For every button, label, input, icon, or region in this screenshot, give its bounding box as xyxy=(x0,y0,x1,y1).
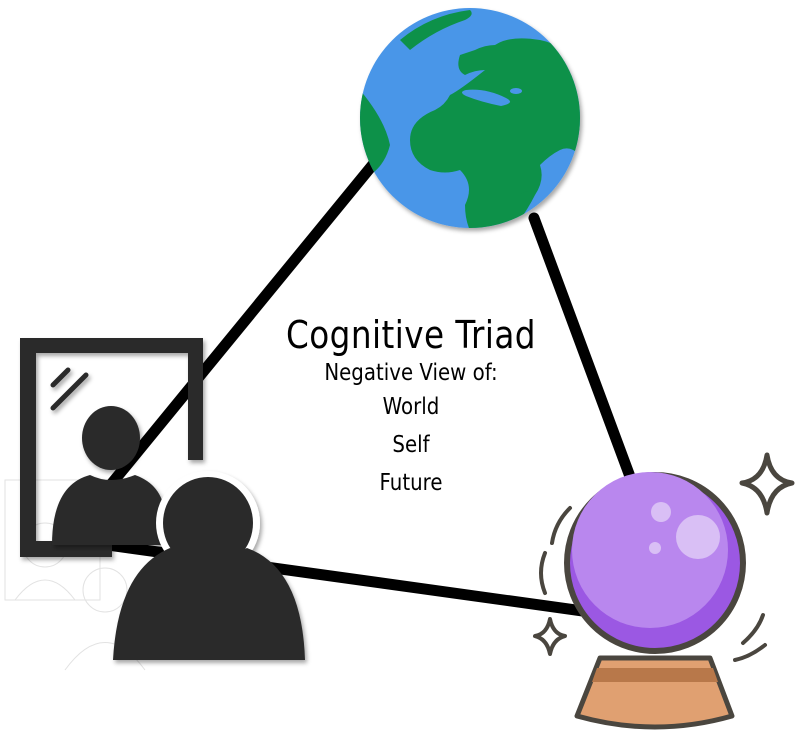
triad-label: Cognitive Triad Negative View of: World … xyxy=(262,312,560,502)
sparkle-icon xyxy=(739,452,795,516)
triad-edges xyxy=(102,156,638,618)
edge-world-future xyxy=(528,212,638,488)
edge-self-world xyxy=(102,156,381,494)
mirror-icon xyxy=(20,338,203,557)
crystal-ball-icon xyxy=(533,452,795,730)
item-world: World xyxy=(382,394,440,420)
item-self: Self xyxy=(392,432,430,458)
globe-icon xyxy=(360,8,580,228)
reflected-person-icon xyxy=(52,406,165,545)
person-icon xyxy=(113,471,305,660)
diagram-title: Cognitive Triad xyxy=(286,313,536,357)
item-future: Future xyxy=(379,470,443,496)
sparkle-icon xyxy=(533,617,567,656)
diagram-subtitle: Negative View of: xyxy=(324,360,498,386)
edge-self-future xyxy=(102,539,596,618)
